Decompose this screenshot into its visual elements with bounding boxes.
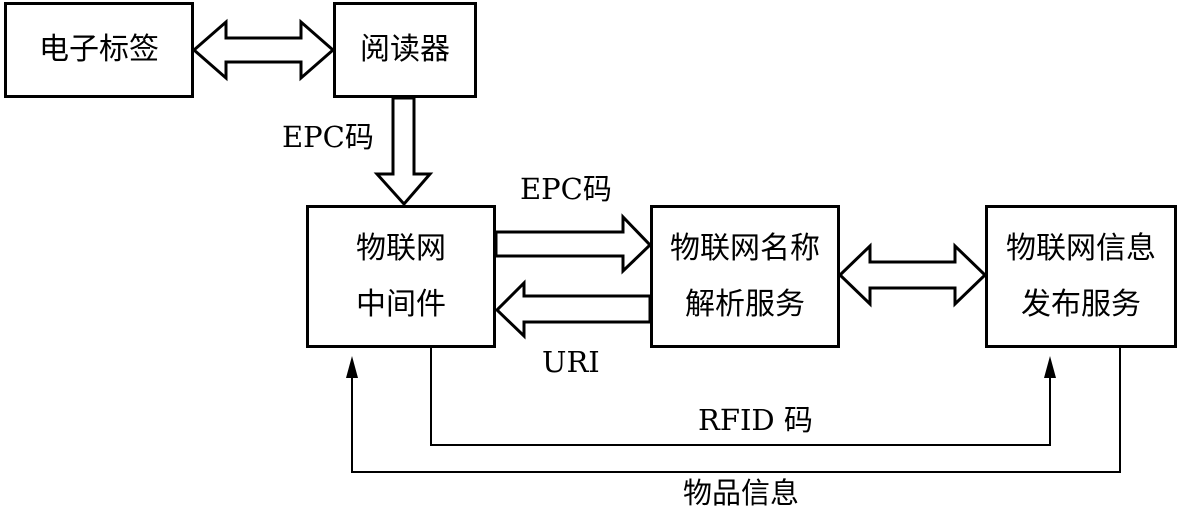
node-iot-name-resolution-service: 物联网名称 解析服务 [650,205,840,348]
edge-label-rfid-code: RFID 码 [698,403,813,437]
node-electronic-tag: 电子标签 [4,2,194,98]
ons-to-middleware-arrow [494,279,652,340]
node-epcis-line-2: 发布服务 [1021,286,1141,322]
node-iot-middleware-line-1: 物联网 [356,230,446,266]
edge-label-item-info: 物品信息 [683,476,800,510]
ons-epcis-double-arrow [837,242,988,308]
rfid-code-arrowhead [1044,356,1056,378]
node-ons-line-2: 解析服务 [685,286,805,322]
node-ons-line-1: 物联网名称 [670,230,820,266]
node-reader: 阅读器 [333,2,477,98]
edge-label-epc-middleware: EPC码 [520,172,612,206]
edge-label-epc-reader: EPC码 [282,120,374,154]
tag-reader-double-arrow [191,18,336,82]
item-info-line [351,348,1121,473]
middleware-to-ons-arrow [494,213,653,275]
node-iot-middleware: 物联网 中间件 [306,205,496,348]
node-iot-middleware-line-2: 中间件 [356,286,446,322]
edge-label-uri: URI [542,345,600,379]
rfid-code-line [430,348,1051,446]
reader-to-middleware-arrow [373,96,434,207]
node-iot-information-service: 物联网信息 发布服务 [985,205,1177,348]
node-epcis-line-1: 物联网信息 [1006,230,1156,266]
node-reader-label: 阅读器 [360,32,450,67]
node-electronic-tag-label: 电子标签 [39,32,159,67]
item-info-arrowhead [346,356,358,378]
